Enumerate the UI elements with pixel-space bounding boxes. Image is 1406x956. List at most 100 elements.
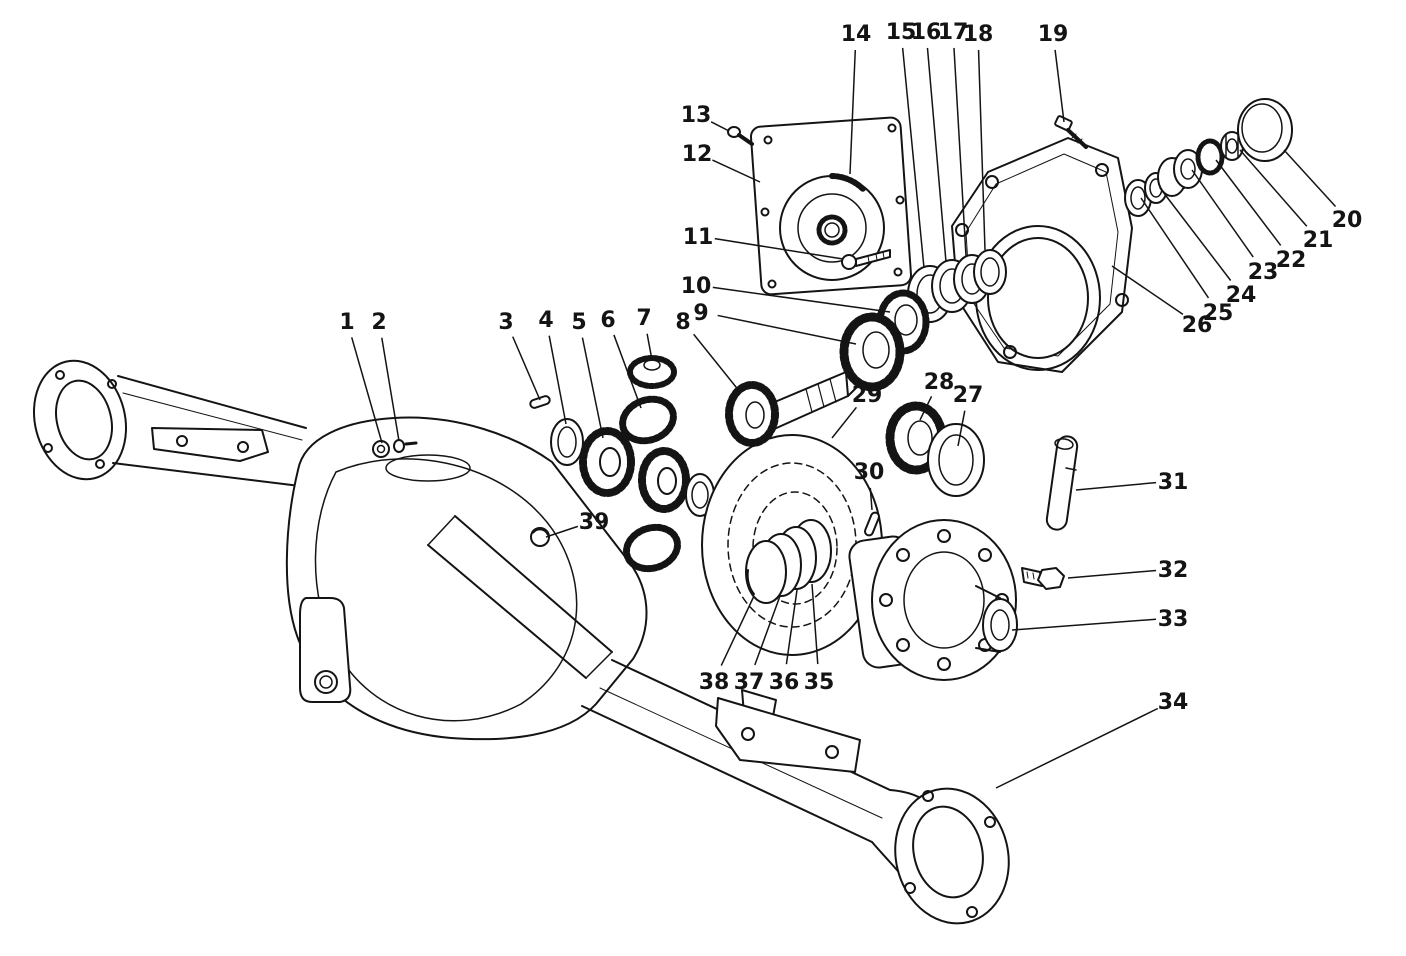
callout-label-21: 21: [1303, 228, 1334, 253]
callout-38: 38: [699, 595, 755, 695]
callout-label-12: 12: [682, 142, 713, 167]
callout-21: 21: [1239, 149, 1334, 253]
callout-37: 37: [734, 595, 781, 695]
left-spring-bracket: [151, 427, 269, 462]
callout-label-35: 35: [804, 670, 835, 695]
callout-label-19: 19: [1038, 22, 1069, 47]
callout-label-1: 1: [339, 310, 354, 335]
callout-17: 17: [938, 20, 969, 257]
lock-pin: [864, 511, 880, 537]
differential-case-flange: [848, 519, 1018, 681]
pinion-lock-bolt: [841, 249, 891, 270]
callout-label-18: 18: [963, 22, 994, 47]
callout-1: 1: [339, 310, 383, 444]
callout-6: 6: [600, 308, 642, 409]
callout-22: 22: [1215, 159, 1307, 273]
callout-34: 34: [995, 690, 1189, 789]
callout-4: 4: [538, 308, 567, 425]
callout-12: 12: [682, 142, 761, 183]
callout-32: 32: [1067, 558, 1189, 583]
filler-plug: [530, 527, 550, 547]
pinion-bearing-assembly: [839, 289, 930, 392]
callout-10: 10: [681, 274, 891, 313]
callout-label-14: 14: [841, 22, 872, 47]
callout-label-28: 28: [924, 370, 955, 395]
callout-label-38: 38: [699, 670, 730, 695]
callout-label-30: 30: [854, 460, 885, 485]
callout-35: 35: [804, 583, 835, 695]
callout-39: 39: [545, 510, 610, 538]
callout-label-26: 26: [1182, 313, 1213, 338]
callout-label-20: 20: [1332, 208, 1363, 233]
callout-16: 16: [911, 20, 947, 263]
pinion-drive-gear: [725, 365, 867, 447]
callout-label-13: 13: [681, 103, 712, 128]
callout-label-2: 2: [371, 310, 386, 335]
callout-15: 15: [886, 20, 925, 269]
callout-label-7: 7: [636, 306, 651, 331]
callout-label-25: 25: [1203, 301, 1234, 326]
carrier-housing: [951, 137, 1133, 373]
right-axle-flange: [871, 787, 1010, 925]
callout-label-27: 27: [953, 383, 984, 408]
callout-2: 2: [371, 310, 400, 442]
seal-flange-chain: [1124, 98, 1293, 217]
right-spring-bracket: [715, 689, 861, 773]
callout-label-29: 29: [852, 383, 883, 408]
callout-3: 3: [498, 310, 541, 401]
callout-label-5: 5: [571, 310, 586, 335]
callout-33: 33: [1011, 607, 1189, 632]
callout-label-39: 39: [579, 510, 610, 535]
callout-24: 24: [1159, 187, 1256, 308]
differential-gear-cluster: [529, 355, 715, 573]
axle-housing: [285, 416, 648, 741]
callout-11: 11: [683, 225, 844, 260]
callout-label-31: 31: [1158, 470, 1189, 495]
callout-9: 9: [693, 301, 857, 345]
callout-label-37: 37: [734, 670, 765, 695]
callout-label-17: 17: [938, 20, 969, 45]
vent-fitting: [372, 439, 418, 458]
callout-26: 26: [1111, 265, 1213, 338]
callout-25: 25: [1140, 197, 1234, 326]
clutch-spring-pack: [745, 519, 832, 604]
left-axle-flange: [32, 359, 128, 481]
callout-label-3: 3: [498, 310, 513, 335]
callout-7: 7: [636, 306, 653, 361]
callout-31: 31: [1075, 470, 1189, 495]
backing-plate: [749, 116, 913, 296]
callout-27: 27: [953, 383, 984, 447]
callout-28: 28: [919, 370, 955, 421]
flange-bolt: [1021, 567, 1065, 590]
callout-30: 30: [854, 460, 885, 511]
callout-20: 20: [1283, 149, 1363, 233]
callout-23: 23: [1191, 169, 1279, 285]
diff-bearing-race: [927, 423, 985, 497]
callout-13: 13: [681, 103, 730, 132]
callout-label-6: 6: [600, 308, 615, 333]
callout-label-22: 22: [1276, 248, 1307, 273]
callout-label-36: 36: [769, 670, 800, 695]
callout-19: 19: [1038, 22, 1069, 123]
callout-5: 5: [571, 310, 604, 439]
callout-label-23: 23: [1248, 260, 1279, 285]
callout-label-34: 34: [1158, 690, 1189, 715]
cover-bolt: [727, 126, 754, 146]
callout-label-32: 32: [1158, 558, 1189, 583]
callout-29: 29: [831, 383, 883, 439]
callout-label-33: 33: [1158, 607, 1189, 632]
carrier-bolt: [1054, 115, 1088, 149]
callout-label-15: 15: [886, 20, 917, 45]
left-axle-tube: [112, 375, 307, 487]
callout-label-9: 9: [693, 301, 708, 326]
callout-label-16: 16: [911, 20, 942, 45]
callout-36: 36: [769, 589, 800, 695]
callout-8: 8: [675, 310, 741, 393]
callout-label-10: 10: [681, 274, 712, 299]
callout-label-11: 11: [683, 225, 714, 250]
callout-label-4: 4: [538, 308, 553, 333]
callout-label-8: 8: [675, 310, 690, 335]
